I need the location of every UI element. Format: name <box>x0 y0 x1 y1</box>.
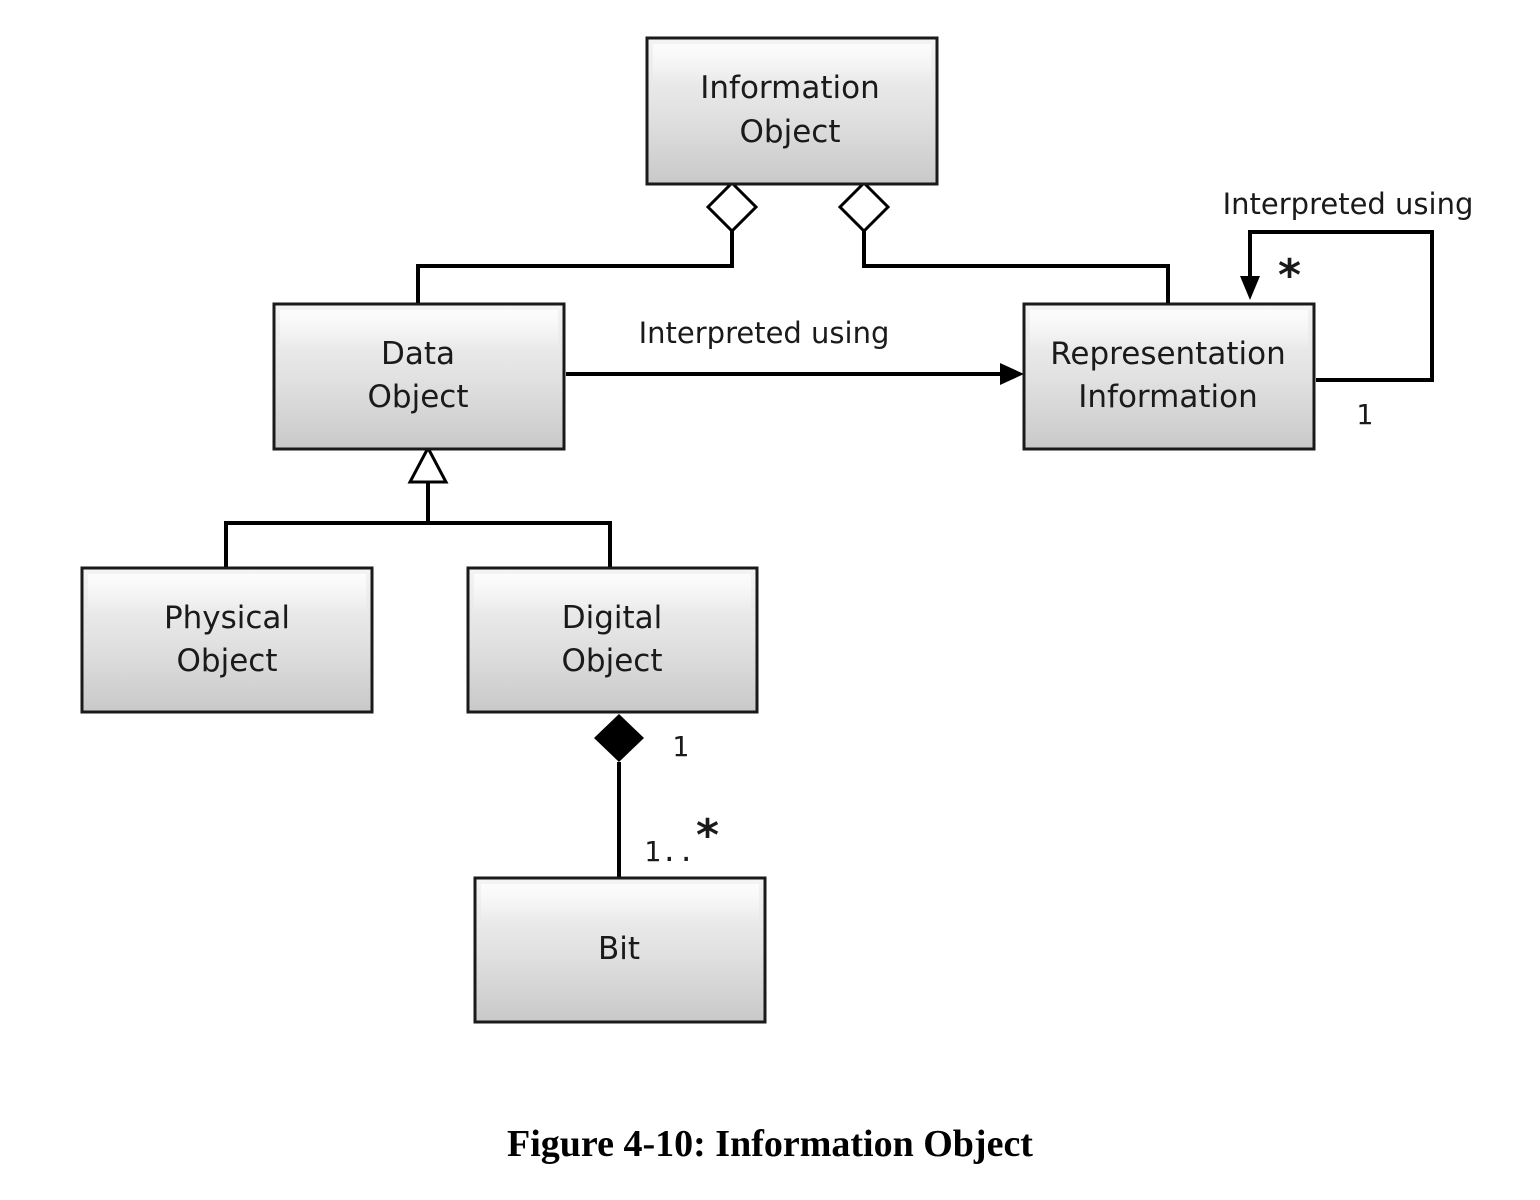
figure-caption: Figure 4-10: Information Object <box>507 1123 1033 1165</box>
aggregation-info-to-rep-info <box>837 180 1170 304</box>
association-label: Interpreted using <box>639 316 890 350</box>
aggregation-diamond-icon <box>837 180 891 234</box>
box-label-line: Digital <box>562 600 663 636</box>
box-label-line: Information <box>1078 379 1257 415</box>
box-label-line: Physical <box>164 600 290 636</box>
box-data-object: Data Object <box>272 302 566 451</box>
multiplicity-label: * <box>1278 250 1301 301</box>
box-digital-object: Digital Object <box>466 566 759 714</box>
box-physical-object: Physical Object <box>80 566 374 714</box>
association-label: Interpreted using <box>1223 187 1474 221</box>
box-label-line: Representation <box>1050 336 1285 372</box>
multiplicity-label: 1 <box>672 730 689 763</box>
aggregation-info-to-data-object <box>416 180 759 304</box>
multiplicity-label: 1 <box>1356 398 1373 431</box>
association-rep-info-self <box>1240 230 1434 382</box>
box-information-object: Information Object <box>645 36 939 186</box>
generalization-to-data-object <box>224 444 612 568</box>
box-label-line: Object <box>177 643 278 679</box>
multiplicity-label: * <box>696 810 719 861</box>
arrowhead-icon <box>1000 363 1024 385</box>
box-label-line: Object <box>740 114 841 150</box>
multiplicity-label: 1.. <box>644 835 695 868</box>
box-label-line: Information <box>700 70 879 106</box>
box-bit: Bit <box>473 876 767 1024</box>
association-data-to-rep-info <box>566 363 1024 385</box>
box-representation-information: Representation Information <box>1022 302 1316 451</box>
arrowhead-icon <box>1240 276 1260 300</box>
box-label-line: Object <box>368 379 469 415</box>
composition-digital-to-bit <box>594 714 644 878</box>
composition-diamond-icon <box>594 714 644 762</box>
aggregation-diamond-icon <box>705 180 759 234</box>
box-label-line: Data <box>381 336 455 372</box>
box-label-line: Bit <box>598 931 640 967</box>
box-label-line: Object <box>562 643 663 679</box>
generalization-triangle-icon <box>407 444 449 484</box>
